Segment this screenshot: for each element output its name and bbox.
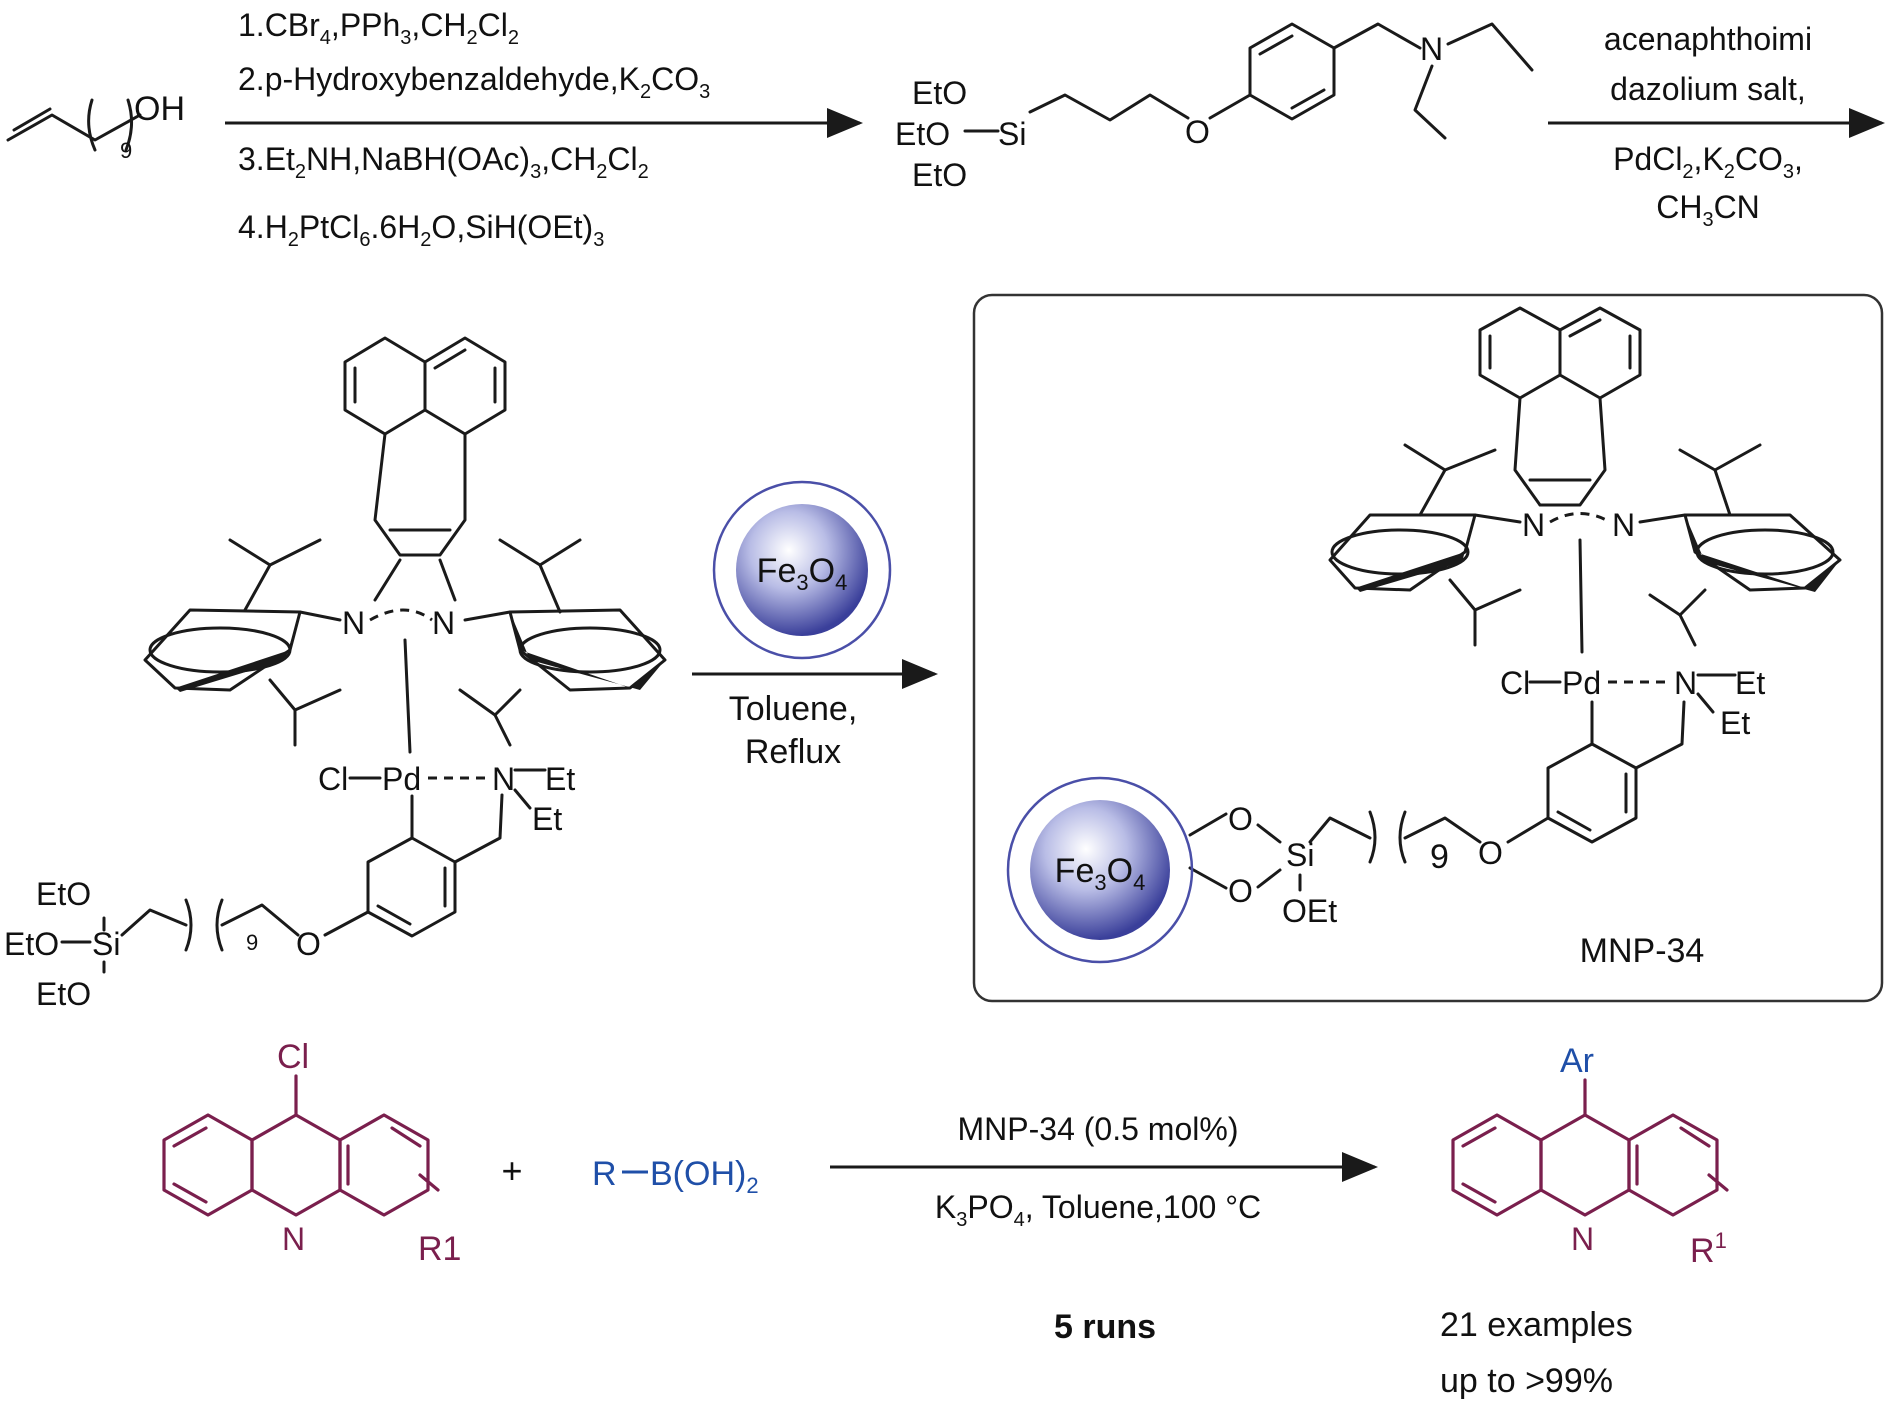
acridine-substituent-right: R1: [1690, 1228, 1727, 1270]
step3-reagent-sphere: Fe3O4: [712, 480, 892, 660]
examples-count-label: 21 examples: [1440, 1306, 1633, 1344]
fe3o4-label-box: Fe3O4: [1055, 852, 1146, 895]
step1-conditions: 1.CBr4,PPh3,CH2Cl2 2.p-Hydroxybenzaldehy…: [238, 7, 710, 251]
step1-reagent-3: 3.Et2NH,NaBH(OAc)3,CH2Cl2: [238, 141, 649, 183]
complex-ethoxy-1: EtO: [36, 876, 91, 912]
box-nhc-nitrogen-left: N: [1522, 507, 1545, 543]
box-silicon-label: Si: [1286, 837, 1314, 873]
box-nhc-nitrogen-right: N: [1612, 507, 1635, 543]
boronic-acid-label: B(OH)2: [650, 1155, 759, 1198]
chloride-label: Cl: [318, 761, 348, 797]
box-chloride-label: Cl: [1500, 665, 1530, 701]
recycle-runs-label: 5 runs: [1054, 1308, 1156, 1346]
plus-sign: +: [501, 1150, 522, 1191]
step1-reagent-2: 2.p-Hydroxybenzaldehyde,K2CO3: [238, 61, 710, 103]
box-chain-count: 9: [1430, 838, 1449, 876]
step2-conditions: acenaphthoimi dazolium salt, PdCl2,K2CO3…: [1604, 21, 1812, 231]
ethoxy-label-2: EtO: [895, 116, 950, 152]
product-aryl-label: Ar: [1560, 1042, 1594, 1080]
aryl-ether-oxygen: O: [296, 926, 321, 962]
boronic-acid: R B(OH)2: [592, 1155, 759, 1198]
step1-reagent-4: 4.H2PtCl6.6H2O,SiH(OEt)3: [238, 209, 604, 251]
step2-line-3: PdCl2,K2CO3,: [1613, 141, 1803, 183]
chain-count-label: 9: [120, 138, 132, 163]
yield-label: up to >99%: [1440, 1362, 1613, 1400]
complex-ethoxy-3: EtO: [36, 976, 91, 1012]
step3-condition-1: Toluene,: [729, 690, 858, 728]
palladium-label: Pd: [382, 761, 421, 797]
acridine-nitrogen-left: N: [282, 1221, 305, 1257]
step2-line-1: acenaphthoimi: [1604, 21, 1812, 57]
mnp-34-label: MNP-34: [1580, 932, 1705, 970]
acridine-nitrogen-right: N: [1571, 1221, 1594, 1257]
hydroxyl-label: OH: [134, 90, 185, 128]
chloroacridine: Cl N R1: [162, 1038, 461, 1268]
box-ethyl-label-1: Et: [1735, 665, 1765, 701]
ethoxy-label-1: EtO: [912, 75, 967, 111]
step2-line-2: dazolium salt,: [1610, 71, 1806, 107]
silane-intermediate: EtO EtO EtO Si O N: [895, 22, 1534, 193]
amine-nitrogen-label: N: [1420, 31, 1443, 67]
complex-ethoxy-2: EtO: [4, 926, 59, 962]
box-pd-amine-nitrogen: N: [1674, 665, 1697, 701]
box-aryl-ether-oxygen: O: [1478, 835, 1503, 871]
acridine-substituent-left: R1: [418, 1230, 461, 1268]
ether-oxygen-label: O: [1185, 114, 1210, 150]
coupling-conditions-label: K3PO4, Toluene,100 °C: [935, 1189, 1261, 1231]
pd-nhc-complex: N N Cl Pd N Et Et: [4, 336, 667, 1012]
box-palladium-label: Pd: [1562, 665, 1601, 701]
acridine-chloro-label: Cl: [277, 1038, 309, 1076]
chain-count-left: 9: [246, 930, 258, 955]
nhc-nitrogen-right: N: [432, 605, 455, 641]
pd-amine-nitrogen: N: [492, 761, 515, 797]
box-siloxane-oxygen-2: O: [1228, 873, 1253, 909]
step2-line-4: CH3CN: [1656, 189, 1760, 231]
silicon-label: Si: [998, 116, 1026, 152]
step1-reagent-1: 1.CBr4,PPh3,CH2Cl2: [238, 7, 519, 49]
step3-condition-2: Reflux: [745, 733, 841, 771]
complex-silicon: Si: [92, 926, 120, 962]
ethoxy-label-3: EtO: [912, 157, 967, 193]
mnp-34-box: N N Cl Pd N Et Et: [972, 293, 1884, 1003]
ethyl-label-2: Et: [532, 801, 562, 837]
aryl-acridine-product: Ar N R1: [1451, 1042, 1729, 1270]
fe3o4-label-top: Fe3O4: [757, 552, 848, 595]
coupling-catalyst-label: MNP-34 (0.5 mol%): [958, 1111, 1239, 1147]
box-ethyl-label-2: Et: [1720, 705, 1750, 741]
boronic-r-label: R: [592, 1155, 617, 1193]
nhc-nitrogen-left: N: [342, 605, 365, 641]
starting-alcohol: OH 9: [6, 90, 185, 163]
box-siloxane-oxygen-1: O: [1228, 801, 1253, 837]
ethyl-label-1: Et: [545, 761, 575, 797]
box-ethoxy-label: OEt: [1282, 893, 1337, 929]
